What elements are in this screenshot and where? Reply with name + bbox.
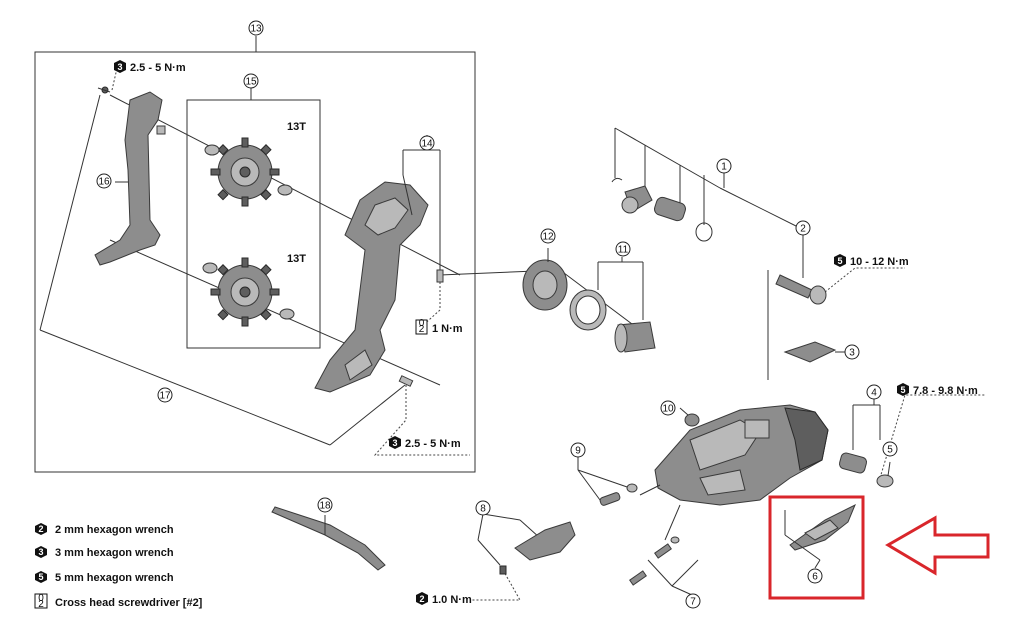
inner-plate-14 [314,181,429,393]
cap-3 [783,341,837,363]
pulley-top-teeth-label: 13T [287,121,306,133]
callout-14: 14 [419,135,435,151]
part-12 [522,248,568,311]
bolt-2 [767,232,827,380]
svg-text:15: 15 [245,77,257,88]
svg-text:5: 5 [38,572,43,582]
red-arrow-icon [885,515,990,576]
svg-text:4: 4 [871,388,877,399]
tool-18 [271,506,386,571]
svg-text:3 mm hexagon wrench: 3 mm hexagon wrench [55,547,174,559]
part-4 [838,452,868,474]
part-5 [876,474,894,488]
svg-text:10 - 12 N·m: 10 - 12 N·m [850,256,909,268]
svg-text:2.5 - 5 N·m: 2.5 - 5 N·m [405,438,461,450]
part-7 [629,570,647,586]
callout-7: 7 [685,593,701,609]
svg-text:2 mm hexagon wrench: 2 mm hexagon wrench [55,524,174,536]
svg-text:5: 5 [887,445,893,456]
svg-text:11: 11 [618,245,629,256]
callout-1: 1 [716,158,732,174]
svg-text:2.5 - 5 N·m: 2.5 - 5 N·m [130,62,186,74]
torque-spec-4: 5 7.8 - 9.8 N·m [897,383,978,397]
svg-text:5 mm hexagon wrench: 5 mm hexagon wrench [55,572,174,584]
callout-6: 6 [807,568,823,584]
svg-text:2: 2 [38,599,44,610]
svg-text:13: 13 [250,24,262,35]
pulley-bottom-teeth-label: 13T [287,253,306,265]
callout-2: 2 [795,220,811,236]
torque-spec-2: 5 10 - 12 N·m [834,254,909,268]
callout-17: 17 [157,387,173,403]
callout-9: 9 [570,442,586,458]
svg-text:3: 3 [117,62,122,72]
svg-text:2: 2 [419,324,425,335]
svg-text:Cross head screwdriver [#2]: Cross head screwdriver [#2] [55,597,203,609]
svg-text:2: 2 [38,524,43,534]
assembly-13-box [34,51,476,473]
legend: 2 2 mm hexagon wrench 3 3 mm hexagon wre… [34,523,203,610]
legend-item-2mm: 2 2 mm hexagon wrench [35,523,174,536]
torque-spec-3: 02 1 N·m [415,318,463,335]
highlight-box-part-6 [768,495,865,600]
part-10 [684,413,700,427]
svg-text:1.0 N·m: 1.0 N·m [432,594,472,606]
callout-10: 10 [660,400,676,416]
svg-text:2: 2 [419,594,424,604]
pulley-box [186,99,321,349]
svg-text:12: 12 [542,232,554,243]
svg-text:0: 0 [38,593,44,604]
callout-12: 12 [540,228,556,244]
part-1-group [611,127,801,242]
callout-3: 3 [844,344,860,360]
callout-5: 5 [882,441,898,457]
callout-8: 8 [475,500,491,516]
callout-15: 15 [243,73,259,89]
svg-text:9: 9 [575,446,581,457]
pulley-bottom [202,257,295,327]
svg-text:8: 8 [480,504,486,515]
svg-text:2: 2 [800,224,806,235]
svg-text:3: 3 [38,547,43,557]
svg-text:14: 14 [421,139,433,150]
legend-item-screwdriver: 0 2 Cross head screwdriver [#2] [34,593,203,610]
svg-text:7.8 - 9.8 N·m: 7.8 - 9.8 N·m [913,385,978,397]
callout-13: 13 [248,20,264,36]
callout-16: 16 [96,173,112,189]
callout-4: 4 [866,384,882,400]
svg-text:5: 5 [837,256,842,266]
svg-text:10: 10 [662,404,674,415]
part-8 [514,521,576,561]
legend-item-5mm: 5 5 mm hexagon wrench [35,571,174,584]
svg-text:1: 1 [721,162,727,173]
torque-spec-6: 2 1.0 N·m [416,592,472,606]
outer-plate-16 [94,91,163,266]
torque-spec-1: 3 2.5 - 5 N·m [114,60,186,74]
svg-text:18: 18 [319,501,331,512]
part-9 [599,492,621,506]
torque-spec-5: 3 2.5 - 5 N·m [389,436,461,450]
svg-text:1 N·m: 1 N·m [432,323,463,335]
svg-text:17: 17 [159,391,171,402]
svg-text:5: 5 [900,385,905,395]
svg-text:3: 3 [392,438,397,448]
legend-item-3mm: 3 3 mm hexagon wrench [35,546,174,559]
svg-text:0: 0 [419,318,425,329]
part-11 [569,257,656,353]
callout-18: 18 [317,497,333,513]
svg-text:3: 3 [849,348,855,359]
svg-text:16: 16 [98,177,110,188]
callout-11: 11 [615,241,631,257]
svg-text:7: 7 [690,597,696,608]
svg-text:6: 6 [812,572,818,583]
pulley-top [204,137,293,207]
derailleur-body [639,404,829,506]
